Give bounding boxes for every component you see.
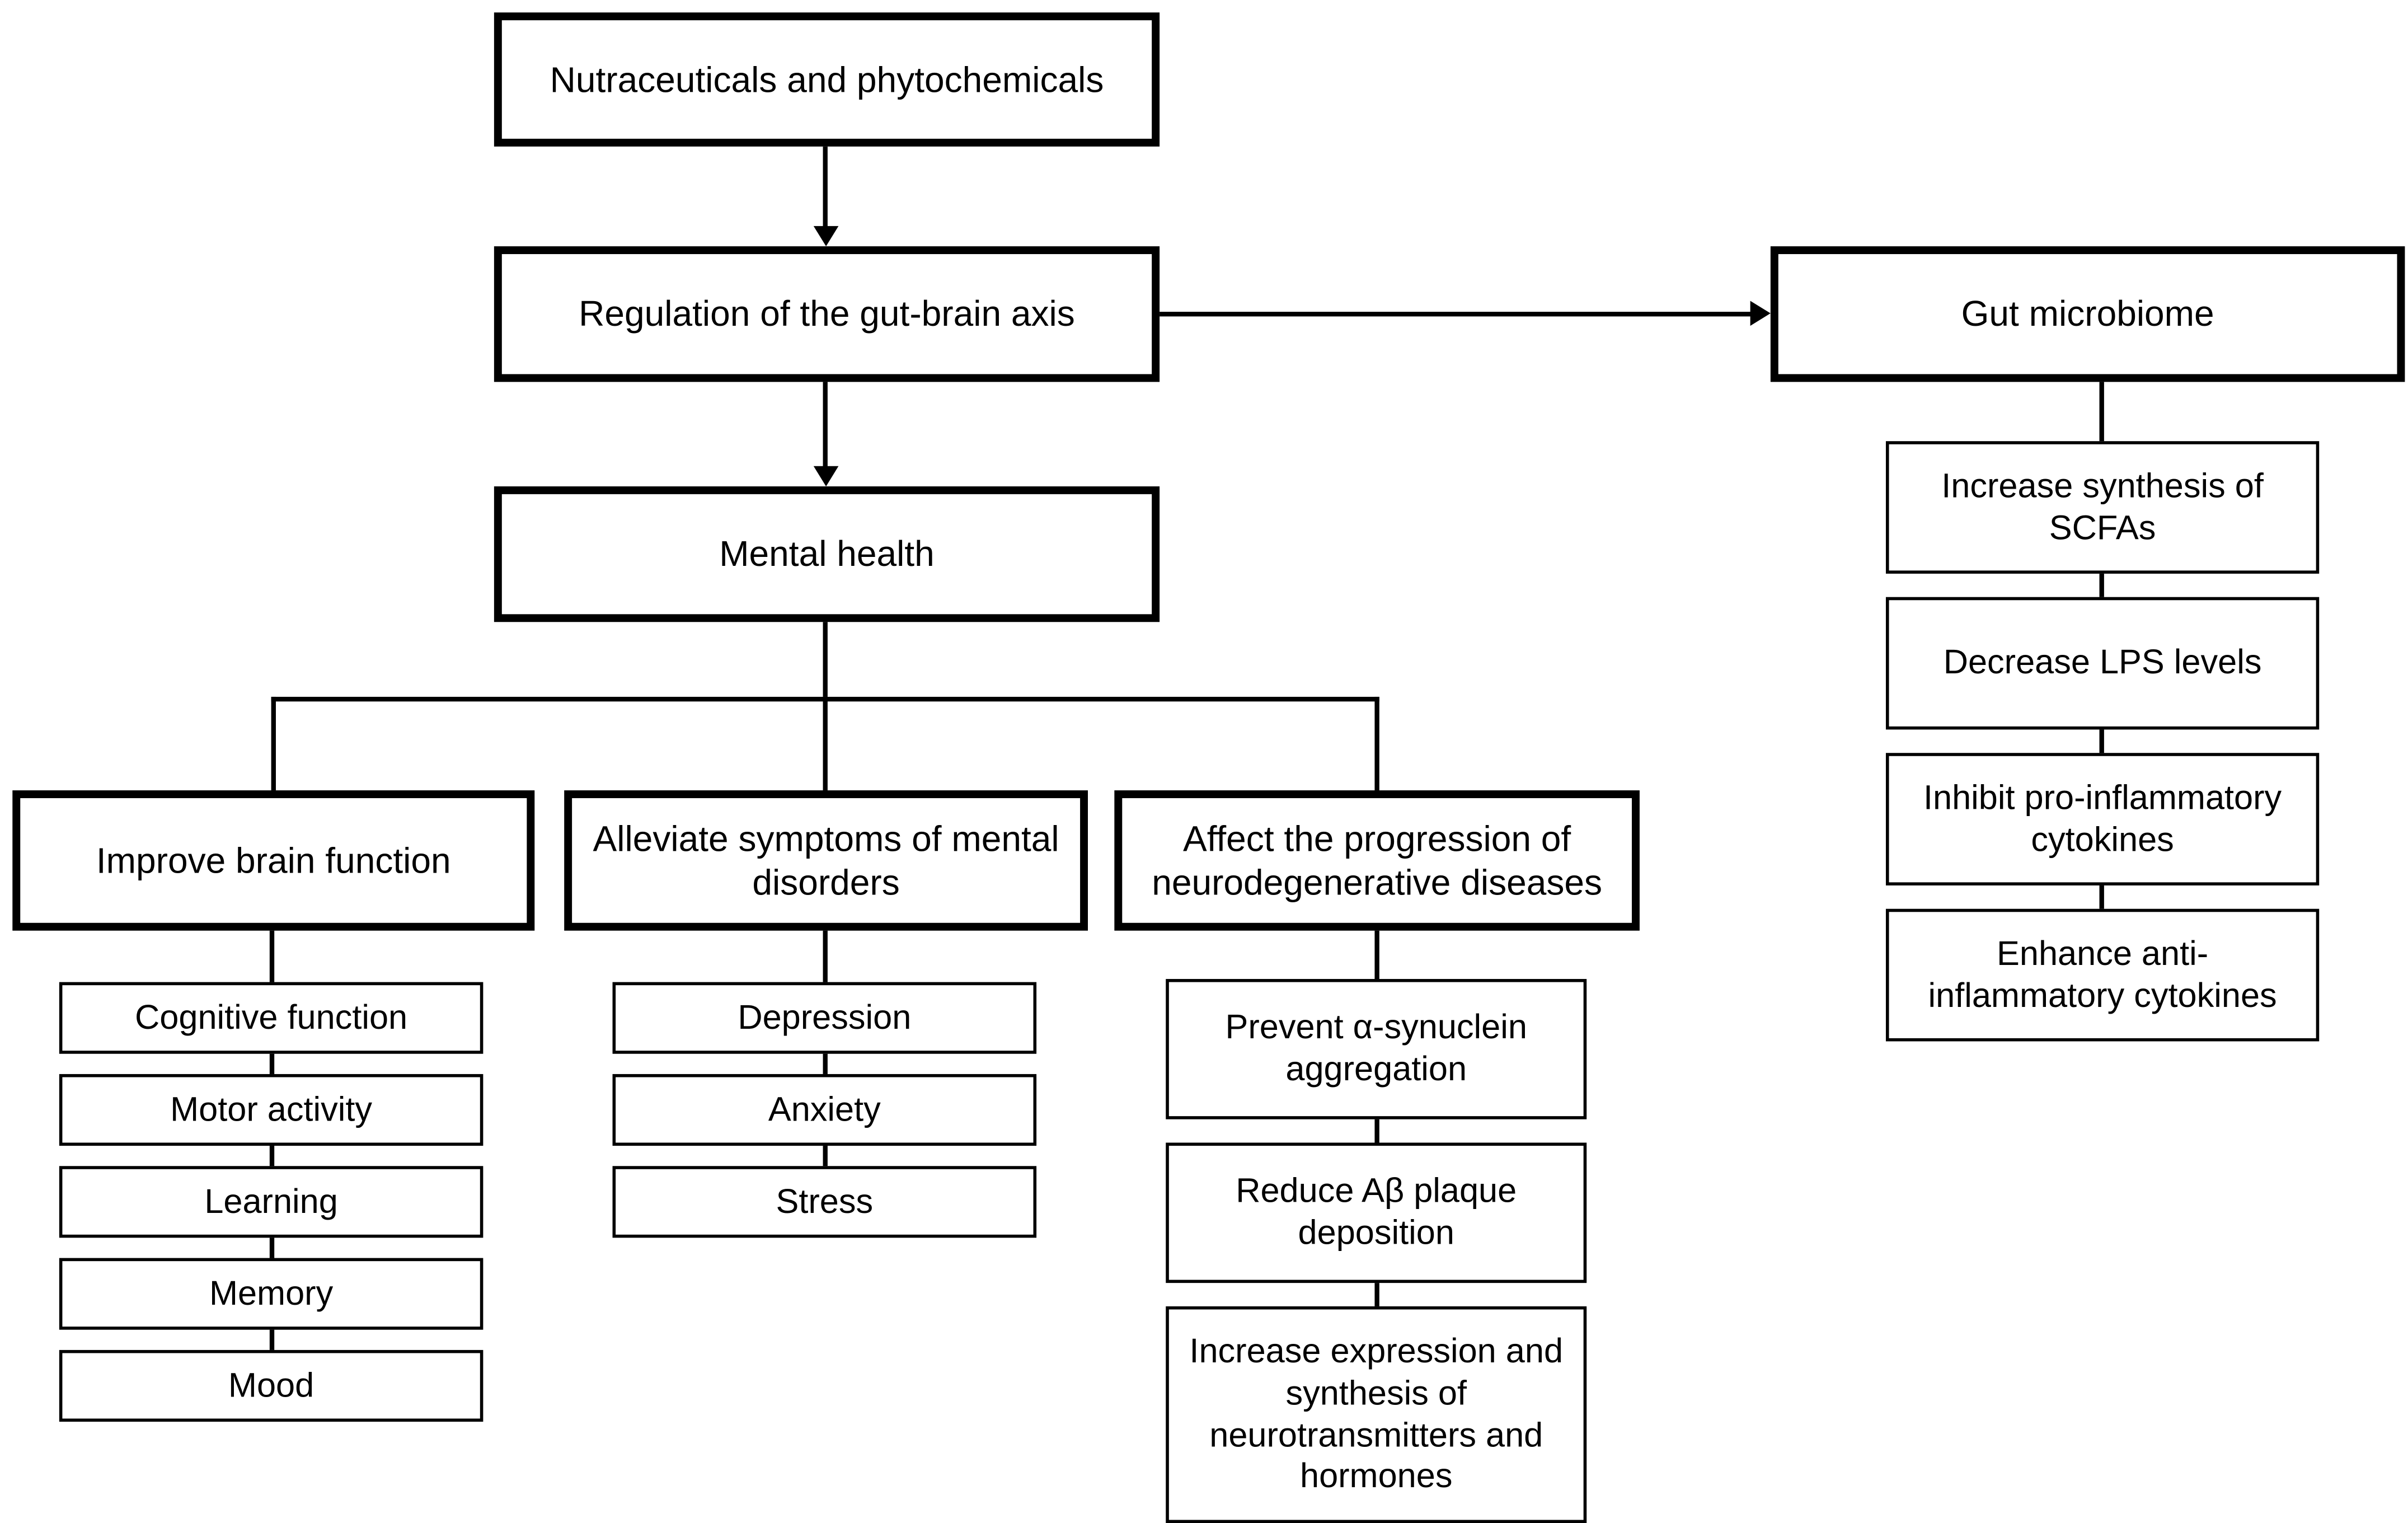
connector-depression-to-anxiety	[823, 1053, 828, 1074]
node-increase-expression: Increase expression and synthesis of neu…	[1166, 1306, 1587, 1523]
connector-nutraceuticals-to-regulation	[823, 146, 828, 228]
node-depression: Depression	[612, 982, 1037, 1054]
connector-mental-health-down	[823, 622, 828, 697]
connector-affect-to-prevent	[1374, 930, 1379, 980]
node-stress: Stress	[612, 1166, 1037, 1238]
node-gut-microbiome: Gut microbiome	[1770, 246, 2405, 382]
node-decrease-lps: Decrease LPS levels	[1885, 597, 2320, 730]
connector-drop-improve-brain	[271, 696, 276, 791]
arrowhead-down-mental-health	[813, 466, 839, 486]
node-gut-microbiome-label: Gut microbiome	[1961, 293, 2214, 335]
node-improve-brain-function: Improve brain function	[12, 790, 535, 931]
node-anxiety-label: Anxiety	[768, 1089, 881, 1128]
node-decrease-lps-label: Decrease LPS levels	[1943, 642, 2262, 682]
node-regulation-label: Regulation of the gut-brain axis	[579, 293, 1075, 335]
node-anxiety: Anxiety	[612, 1074, 1037, 1146]
node-increase-scfas-label: Increase synthesis of SCFAs	[1941, 465, 2264, 547]
connector-alleviate-to-depression	[823, 930, 828, 982]
connector-cognitive-to-motor	[269, 1053, 275, 1074]
connector-motor-to-learning	[269, 1146, 275, 1166]
node-memory: Memory	[59, 1258, 484, 1330]
node-enhance-anti-inflammatory-label: Enhance anti-inflammatory cytokines	[1928, 933, 2277, 1014]
connector-improve-to-cognitive	[269, 930, 275, 982]
node-reduce-abeta: Reduce Aβ plaque deposition	[1166, 1142, 1587, 1283]
node-reduce-abeta-label: Reduce Aβ plaque deposition	[1236, 1171, 1517, 1252]
arrowhead-right-gut-microbiome	[1750, 301, 1771, 326]
connector-anxiety-to-stress	[823, 1146, 828, 1166]
node-mental-health: Mental health	[494, 486, 1160, 622]
connector-inhibit-to-enhance	[2099, 885, 2104, 909]
connector-regulation-to-mental-health	[823, 382, 828, 468]
connector-scfas-to-lps	[2099, 573, 2104, 597]
node-prevent-synuclein: Prevent α-synuclein aggregation	[1166, 979, 1587, 1119]
arrowhead-down-regulation	[813, 226, 839, 247]
connector-drop-affect	[1374, 696, 1379, 791]
node-nutraceuticals: Nutraceuticals and phytochemicals	[494, 12, 1160, 147]
connector-learning-to-memory	[269, 1238, 275, 1258]
node-improve-brain-function-label: Improve brain function	[96, 840, 451, 881]
node-enhance-anti-inflammatory: Enhance anti-inflammatory cytokines	[1885, 908, 2320, 1042]
node-nutraceuticals-label: Nutraceuticals and phytochemicals	[550, 59, 1104, 100]
node-alleviate-symptoms-label: Alleviate symptoms of mental disorders	[593, 818, 1059, 903]
node-increase-scfas: Increase synthesis of SCFAs	[1885, 441, 2320, 574]
node-stress-label: Stress	[776, 1180, 874, 1220]
node-inhibit-pro-inflammatory-label: Inhibit pro-inflammatory cytokines	[1923, 777, 2282, 859]
node-regulation-gut-brain-axis: Regulation of the gut-brain axis	[494, 246, 1160, 382]
node-motor-activity: Motor activity	[59, 1074, 484, 1146]
node-cognitive-function-label: Cognitive function	[135, 997, 408, 1036]
node-motor-activity-label: Motor activity	[170, 1089, 373, 1128]
connector-gut-to-scfas	[2099, 382, 2104, 442]
node-inhibit-pro-inflammatory: Inhibit pro-inflammatory cytokines	[1885, 753, 2320, 885]
connector-regulation-to-gut-microbiome	[1160, 312, 1752, 317]
connector-lps-to-inhibit	[2099, 729, 2104, 753]
connector-memory-to-mood	[269, 1329, 275, 1350]
node-prevent-synuclein-label: Prevent α-synuclein aggregation	[1225, 1007, 1527, 1088]
node-mood: Mood	[59, 1349, 484, 1422]
node-cognitive-function: Cognitive function	[59, 982, 484, 1054]
node-learning: Learning	[59, 1166, 484, 1238]
node-mental-health-label: Mental health	[719, 533, 935, 575]
node-affect-progression-label: Affect the progression of neurodegenerat…	[1152, 818, 1603, 903]
node-memory-label: Memory	[209, 1273, 334, 1312]
node-depression-label: Depression	[738, 997, 912, 1036]
connector-prevent-to-reduce	[1374, 1119, 1379, 1143]
node-learning-label: Learning	[204, 1180, 338, 1220]
node-increase-expression-label: Increase expression and synthesis of neu…	[1189, 1331, 1564, 1496]
node-affect-progression: Affect the progression of neurodegenerat…	[1114, 790, 1640, 931]
connector-drop-alleviate	[823, 696, 828, 791]
node-alleviate-symptoms: Alleviate symptoms of mental disorders	[564, 790, 1088, 931]
node-mood-label: Mood	[228, 1365, 315, 1404]
connector-reduce-to-increase	[1374, 1283, 1379, 1306]
